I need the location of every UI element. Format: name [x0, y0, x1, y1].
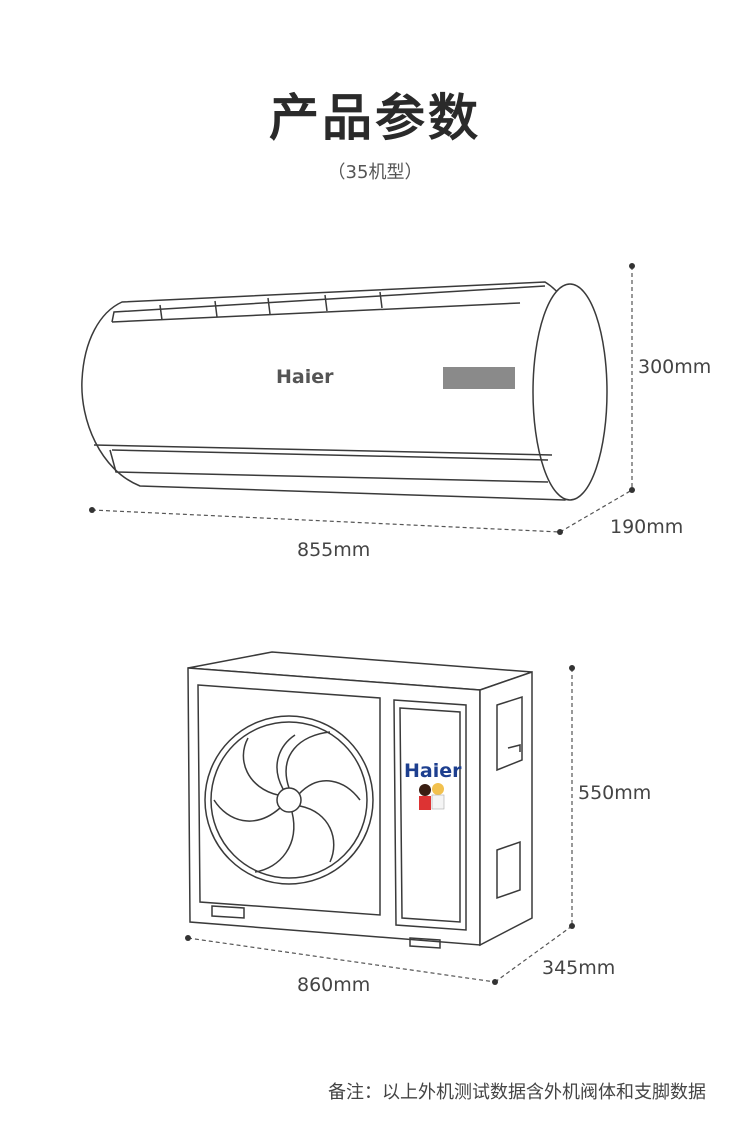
- indoor-dimension-lines: [91, 266, 633, 533]
- indoor-depth-label: 190mm: [610, 516, 684, 538]
- outdoor-unit: [187, 651, 533, 949]
- footer-note: 备注：以上外机测试数据含外机阀体和支脚数据: [328, 1082, 706, 1103]
- indoor-brand-logo: Haier: [276, 366, 334, 388]
- indoor-unit: [81, 281, 608, 501]
- page-title: 产品参数: [269, 89, 481, 147]
- outdoor-height-label: 550mm: [578, 782, 652, 804]
- indoor-width-label: 855mm: [297, 539, 371, 561]
- indoor-height-label: 300mm: [638, 356, 712, 378]
- outdoor-dimension-dots: [185, 665, 575, 985]
- outdoor-width-label: 860mm: [297, 974, 371, 996]
- outdoor-brand-logo: Haier: [404, 760, 462, 782]
- outdoor-dimension-lines: [187, 668, 573, 983]
- haier-brothers-mascot-icon: [419, 783, 445, 810]
- model-subtitle: （35机型）: [327, 162, 423, 183]
- outdoor-depth-label: 345mm: [542, 957, 616, 979]
- indoor-dimension-dots: [89, 263, 635, 535]
